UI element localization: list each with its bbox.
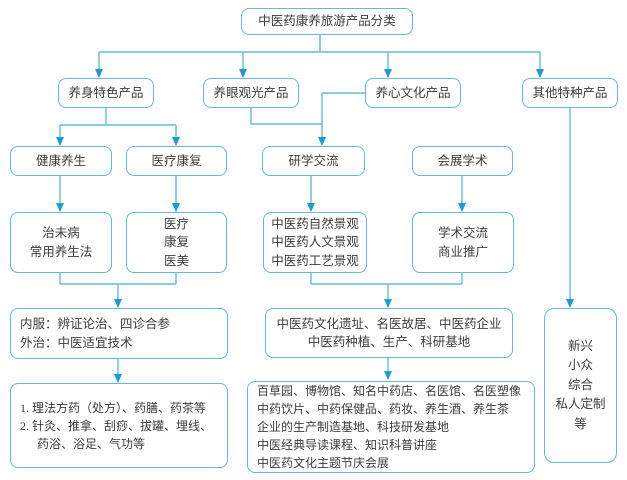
node-label: 养眼观光产品: [213, 85, 289, 100]
node-label: 中医药自然景观: [271, 217, 359, 232]
edge-left-merge-bus: [59, 273, 177, 285]
node-label: 2. 针灸、推拿、刮痧、拔罐、埋线、: [20, 418, 213, 433]
node-yanxue: 研学交流: [262, 146, 365, 176]
node-label: 常用养生法: [29, 244, 93, 259]
node-label: 康复: [163, 235, 189, 250]
node-label: 其他特种产品: [532, 85, 608, 100]
node-neifu: 内服：辨证论治、四诊合参 外治：中医适宜技术: [10, 308, 228, 359]
node-xueshu: 学术交流 商业推广: [412, 212, 514, 273]
node-yangxin: 养心文化产品: [365, 78, 461, 108]
node-label: 医疗: [163, 217, 189, 232]
edge-yangshen-bus: [60, 108, 176, 126]
node-label: 医美: [163, 253, 189, 268]
node-label: 私人定制: [555, 397, 606, 412]
node-label: 中医药文化遗址、名医故居、中医药企业: [276, 316, 502, 331]
node-label: 外治：中医适宜技术: [20, 335, 133, 350]
node-label: 中医药工艺景观: [271, 253, 359, 268]
edge-yangyan-yangxin-merge: [250, 92, 365, 125]
node-label: 中医药种植、生产、科研基地: [307, 335, 471, 349]
node-label: 1. 理法方药（处方）、药膳、药茶等: [20, 400, 207, 415]
node-label: 养身特色产品: [68, 85, 144, 100]
node-label: 药浴、浴足、气功等: [37, 436, 146, 451]
node-label: 中药饮片、中药保健品、药妆、养生酒、养生茶: [257, 402, 510, 416]
node-label: 小众: [567, 358, 593, 373]
node-label: 新兴: [567, 339, 593, 354]
node-label: 研学交流: [288, 153, 339, 168]
node-yiliao: 医疗康复: [126, 146, 227, 176]
node-label: 企业的生产制造基地、科技研发基地: [257, 420, 450, 434]
node-xinxing: 新兴 小众 综合 私人定制 等: [544, 308, 617, 463]
node-label: 会展学术: [437, 153, 488, 168]
node-yizhi: 中医药文化遗址、名医故居、中医药企业 中医药种植、生产、科研基地: [265, 308, 513, 358]
node-label: 治未病: [42, 226, 80, 241]
node-jiankang: 健康养生: [10, 146, 112, 176]
edge-root-bus: [99, 35, 540, 53]
node-qita: 其他特种产品: [522, 78, 618, 108]
node-jingguan: 中医药自然景观 中医药人文景观 中医药工艺景观: [263, 212, 367, 273]
node-label: 内服：辨证论治、四诊合参: [20, 317, 171, 332]
node-huizhan: 会展学术: [412, 146, 513, 176]
node-label: 中医药人文景观: [271, 235, 359, 250]
node-baicao: 百草园、博物馆、知名中药店、名医馆、名医塑像 中药饮片、中药保健品、药妆、养生酒…: [247, 381, 535, 473]
node-label: 综合: [567, 377, 593, 392]
node-lifa: 1. 理法方药（处方）、药膳、药茶等 2. 针灸、推拿、刮痧、拔罐、埋线、 药浴…: [10, 383, 228, 468]
node-yangyan: 养眼观光产品: [203, 78, 299, 108]
node-label: 健康养生: [35, 153, 86, 168]
node-yiliao-kangfu: 医疗 康复 医美: [126, 212, 227, 273]
node-label: 等: [574, 416, 587, 431]
node-label: 学术交流: [437, 226, 488, 241]
node-zhiweibing: 治未病 常用养生法: [10, 212, 112, 273]
node-label: 医疗康复: [151, 153, 202, 168]
edge-mid-merge-bus: [310, 273, 463, 285]
node-label: 百草园、博物馆、知名中药店、名医馆、名医塑像: [257, 384, 522, 398]
node-label: 商业推广: [437, 244, 488, 259]
node-label: 中医药文化主题节庆会展: [257, 456, 390, 470]
node-root: 中医药康养旅游产品分类: [241, 8, 413, 35]
node-label: 养心文化产品: [375, 85, 451, 100]
node-yangshen: 养身特色产品: [58, 78, 154, 108]
node-label: 中医经典导读课程、知识科普讲座: [257, 438, 438, 452]
node-root-label: 中医药康养旅游产品分类: [258, 14, 396, 29]
